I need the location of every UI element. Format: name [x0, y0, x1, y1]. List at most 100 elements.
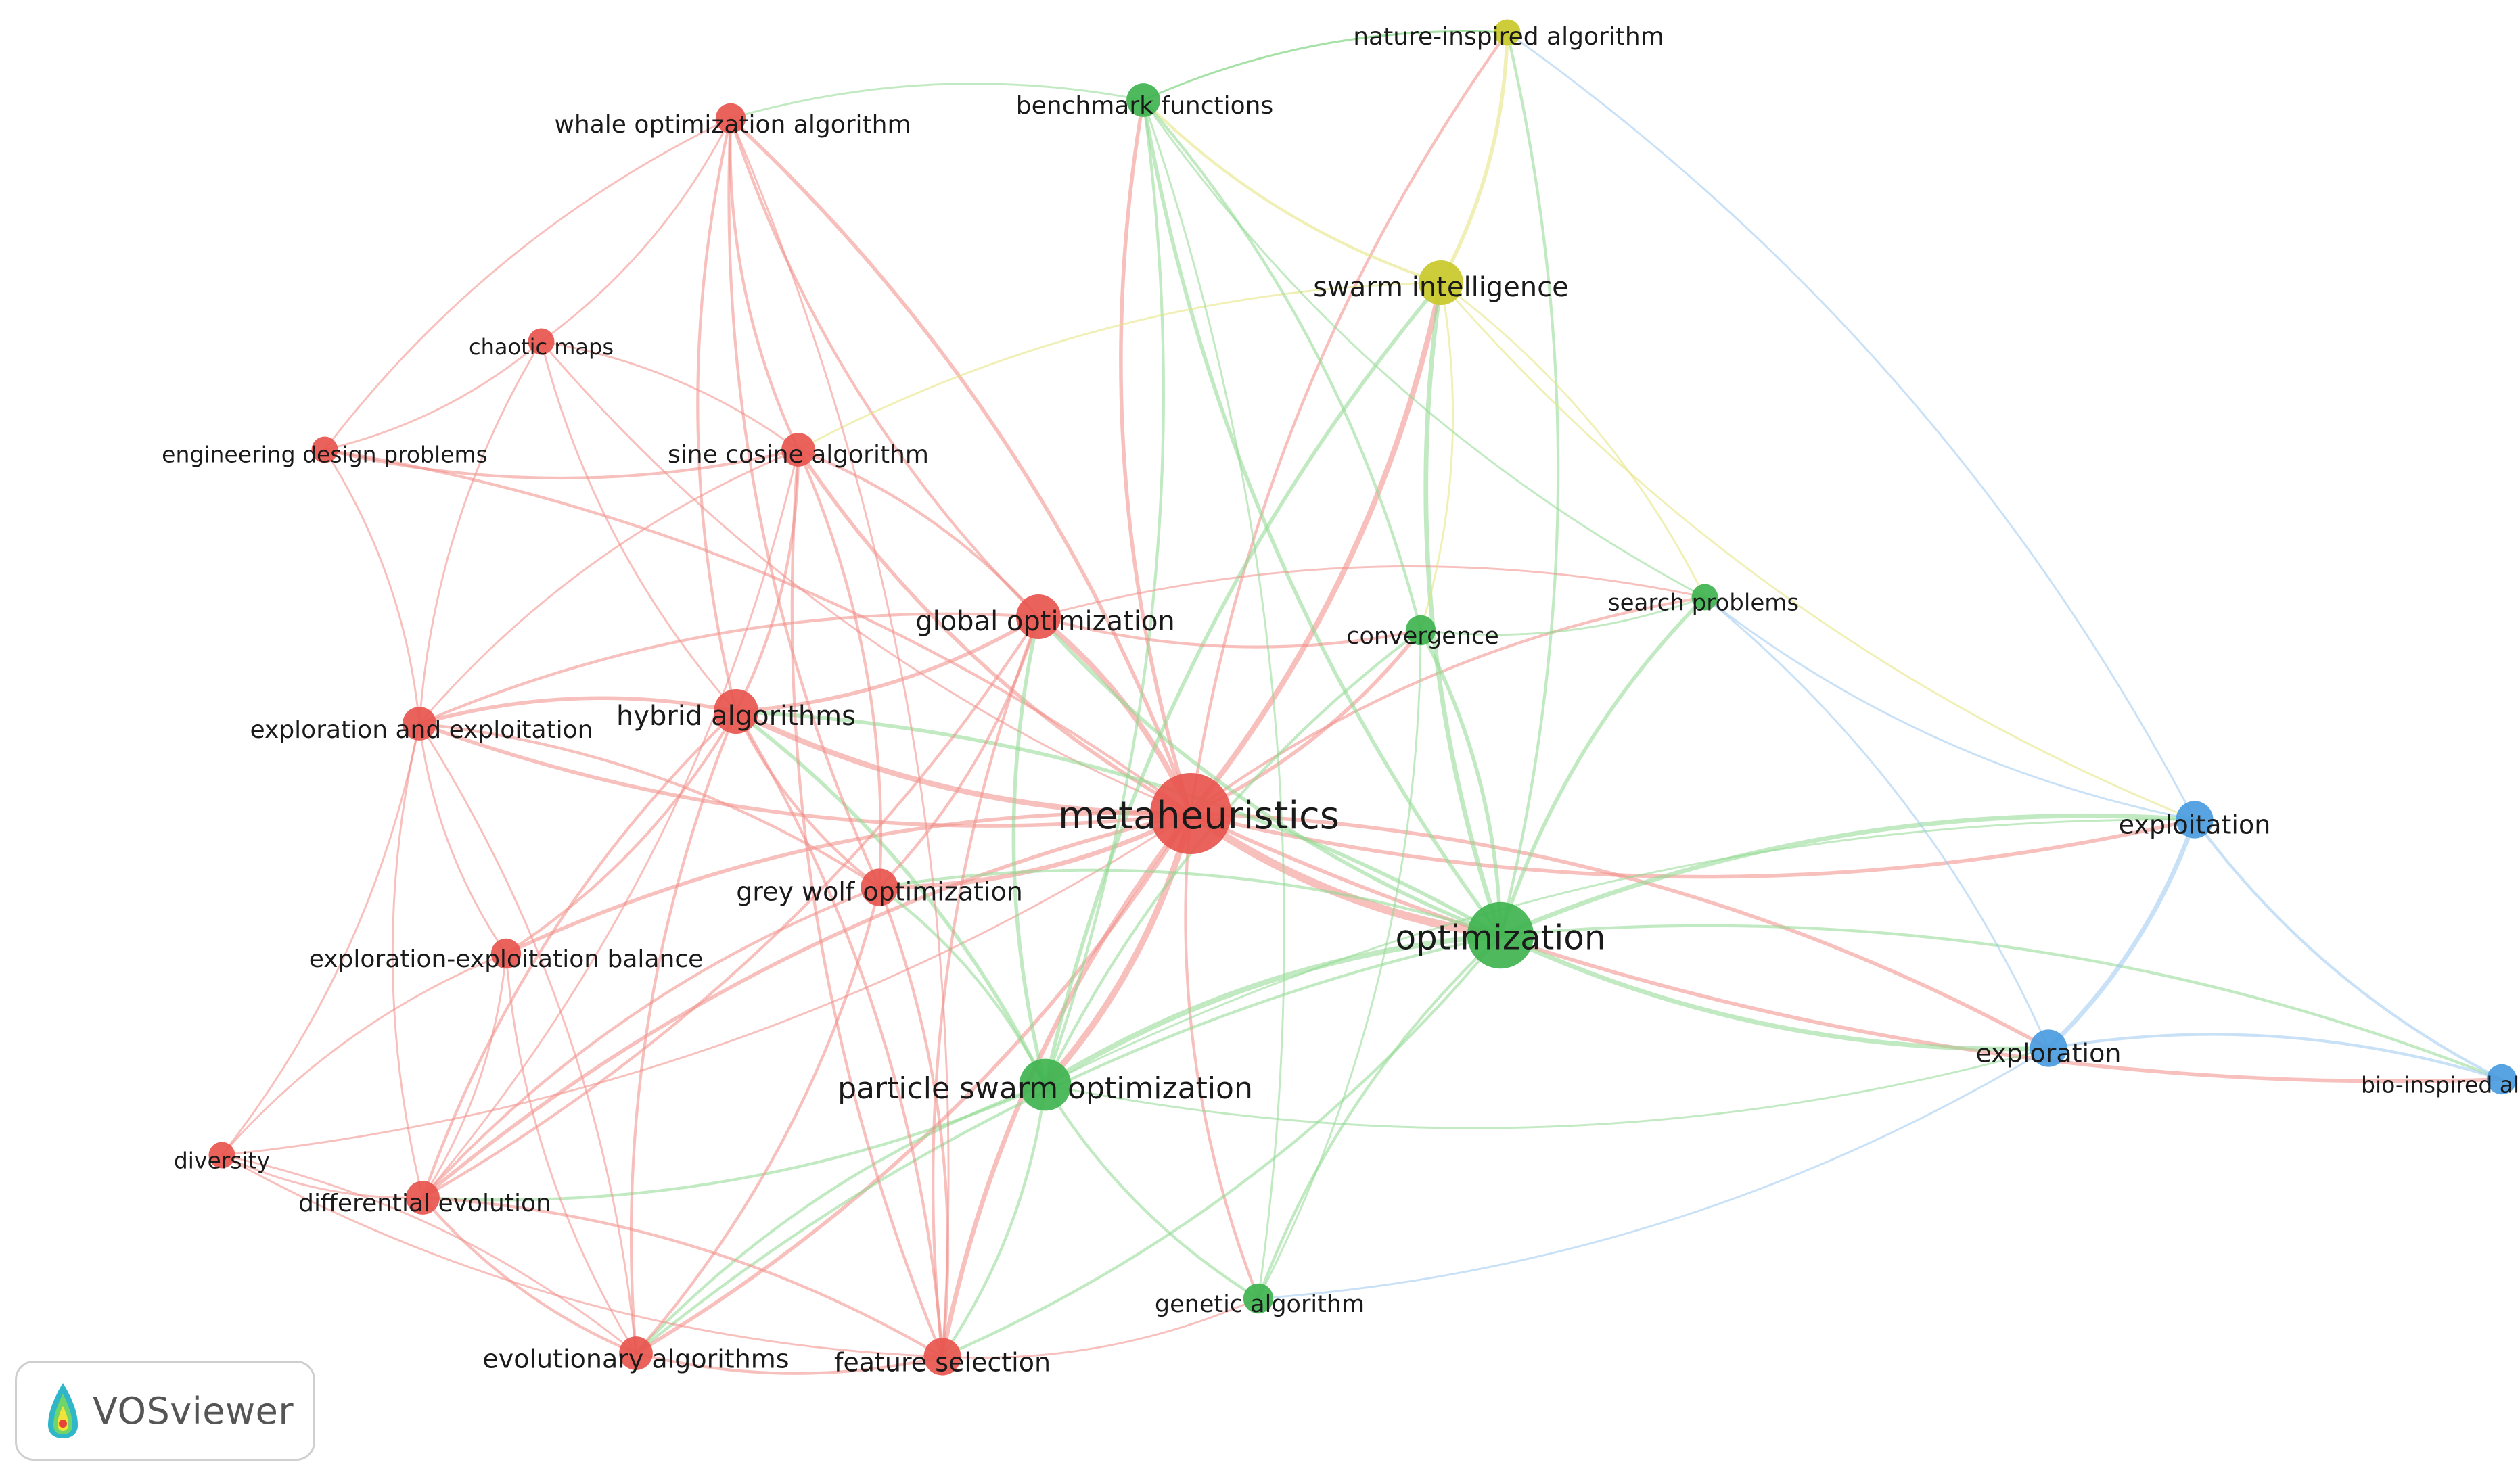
edge-pso-genetic [1043, 1083, 1260, 1300]
edge-pso-hybrid [734, 709, 1047, 1087]
edge-grey_wolf-whale [727, 116, 881, 889]
node-grey_wolf[interactable] [861, 868, 898, 906]
node-genetic[interactable] [1243, 1283, 1274, 1314]
edge-pso-swarm [1043, 281, 1443, 1087]
node-nature[interactable] [1494, 19, 1521, 46]
edge-feature_sel-whale [729, 117, 950, 1358]
edge-metaheuristics-eng_design [323, 448, 1193, 816]
edge-metaheuristics-sine_cosine [796, 448, 1193, 816]
label-evo_alg: evolutionary algorithms [482, 1344, 789, 1374]
edge-metaheuristics-whale [729, 116, 1193, 816]
label-feature_sel: feature selection [834, 1348, 1051, 1378]
edge-grey_wolf-diff_evo [421, 885, 881, 1200]
label-metaheuristics: metaheuristics [1058, 794, 1339, 838]
edge-sine_cosine-expl_expl [418, 448, 800, 725]
edge-chaotic-expl_expl [418, 340, 543, 725]
edge-convergence-genetic [1257, 629, 1422, 1300]
vosviewer-badge[interactable]: VOSviewer [15, 1361, 315, 1461]
node-sine_cosine[interactable] [781, 433, 815, 467]
edge-exploration-bio_inspired [2046, 1033, 2504, 1081]
edge-metaheuristics-bio_inspired [1189, 812, 2504, 1083]
node-metaheuristics[interactable] [1150, 773, 1231, 854]
edge-metaheuristics-eeb [504, 810, 1193, 956]
node-optimization[interactable] [1467, 901, 1534, 969]
edge-metaheuristics-diff_evo [421, 812, 1193, 1200]
edge-diff_evo-expl_expl [391, 722, 424, 1199]
edge-pso-benchmark [1043, 98, 1165, 1087]
label-search: search problems [1608, 590, 1799, 617]
node-swarm[interactable] [1419, 260, 1463, 305]
label-chaotic: chaotic maps [469, 334, 614, 360]
edge-feature_sel-diff_evo [421, 1196, 944, 1359]
label-expl_expl: exploration and exploitation [250, 716, 593, 744]
node-diversity[interactable] [208, 1142, 235, 1169]
edge-nature-exploitation [1506, 31, 2196, 821]
edge-nature-benchmark [1142, 30, 1509, 101]
node-evo_alg[interactable] [619, 1336, 653, 1370]
edge-evo_alg-eeb [505, 952, 637, 1355]
edge-metaheuristics-swarm [1187, 279, 1444, 817]
edge-evo_alg-diversity [221, 1154, 637, 1355]
node-eng_design[interactable] [311, 436, 338, 463]
edge-global_opt-whale [729, 116, 1040, 619]
edge-metaheuristics-nature [1189, 30, 1509, 816]
edge-benchmark-genetic [1142, 99, 1285, 1300]
node-chaotic[interactable] [528, 328, 555, 355]
label-sine_cosine: sine cosine algorithm [668, 441, 929, 469]
edge-metaheuristics-search [1189, 595, 1707, 816]
edge-metaheuristics-evo_alg [634, 812, 1193, 1355]
edge-optimization-swarm [1423, 280, 1503, 938]
edge-benchmark-convergence [1141, 98, 1423, 632]
edge-pso-feature_sel [940, 1083, 1047, 1359]
edge-sine_cosine-eng_design [323, 448, 800, 480]
edge-expl_expl-diversity [221, 722, 421, 1156]
node-eeb[interactable] [490, 938, 522, 969]
edge-optimization-nature [1498, 30, 1560, 937]
node-benchmark[interactable] [1126, 83, 1160, 117]
edge-hybrid-sine_cosine [734, 448, 800, 713]
edge-global_opt-diff_evo [421, 615, 1040, 1200]
edge-grey_wolf-feature_sel [877, 885, 950, 1359]
edge-hybrid-diff_evo [421, 709, 738, 1200]
edge-whale-chaotic [540, 117, 732, 343]
edge-hybrid-grey_wolf [734, 709, 881, 889]
node-bio_inspired[interactable] [2486, 1064, 2517, 1095]
edge-feature_sel-genetic [941, 1297, 1260, 1359]
edge-convergence-search [1419, 596, 1706, 636]
edge-exploitation-exploration [2046, 817, 2197, 1051]
edge-optimization-exploitation [1498, 813, 2197, 938]
edge-pso-global_opt [1011, 615, 1047, 1087]
node-feature_sel[interactable] [923, 1338, 961, 1376]
node-expl_expl[interactable] [403, 707, 436, 741]
label-nature: nature-inspired algorithm [1353, 23, 1664, 51]
node-diff_evo[interactable] [406, 1181, 440, 1215]
node-hybrid[interactable] [714, 689, 758, 734]
edge-hybrid-expl_expl [417, 696, 738, 726]
node-whale[interactable] [715, 103, 746, 134]
node-pso[interactable] [1019, 1058, 1072, 1111]
label-exploitation: exploitation [2119, 810, 2271, 840]
node-exploitation[interactable] [2176, 801, 2214, 839]
edge-expl_expl-eeb [418, 722, 507, 955]
edge-optimization-exploration [1498, 933, 2051, 1052]
node-search[interactable] [1691, 584, 1718, 611]
edge-grey_wolf-sine_cosine [796, 448, 883, 889]
node-convergence[interactable] [1405, 615, 1436, 646]
edge-metaheuristics-diversity [221, 812, 1192, 1156]
label-grey_wolf: grey wolf optimization [736, 877, 1023, 907]
brand-name: VOSviewer [93, 1389, 294, 1432]
edge-optimization-genetic [1256, 933, 1503, 1300]
edge-exploitation-bio_inspired [2193, 818, 2504, 1081]
edge-metaheuristics-benchmark [1119, 98, 1193, 816]
node-global_opt[interactable] [1016, 594, 1061, 639]
edge-swarm-exploitation [1440, 281, 2196, 821]
edge-hybrid-whale [696, 116, 738, 713]
edge-evo_alg-diff_evo [421, 1196, 638, 1355]
edge-swarm-convergence [1419, 281, 1454, 632]
edge-swarm-benchmark [1141, 98, 1443, 285]
node-exploration[interactable] [2030, 1029, 2067, 1067]
edge-optimization-grey_wolf [877, 868, 1503, 937]
edge-swarm-search [1440, 281, 1706, 599]
label-global_opt: global optimization [915, 606, 1175, 637]
edge-metaheuristics-exploitation [1189, 812, 2197, 879]
